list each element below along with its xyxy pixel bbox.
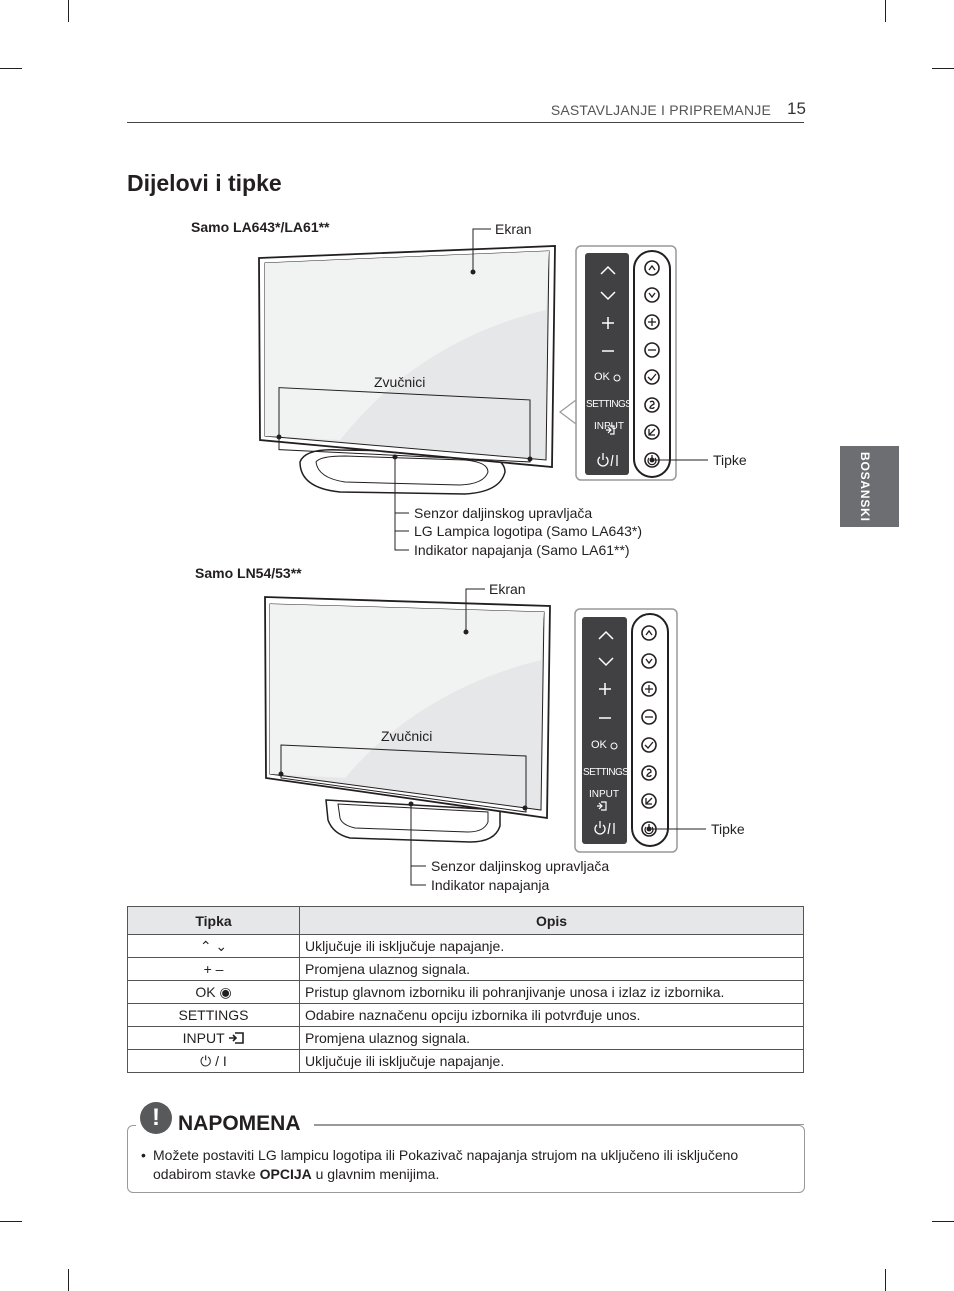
buttons-label-1: Tipke [713, 452, 747, 468]
crop-mark [0, 68, 22, 69]
buttons-label-2: Tipke [711, 821, 745, 837]
speakers-label-2: Zvučnici [381, 728, 433, 744]
callout-power-indicator-2: Indikator napajanja [431, 877, 550, 893]
panel-ok-label-2: OK [591, 739, 607, 751]
crop-mark [0, 1221, 22, 1222]
callout-logo-light-1: LG Lampica logotipa (Samo LA643*) [414, 523, 643, 539]
exclamation-icon: ! [140, 1102, 172, 1134]
note-text-part: Možete postaviti LG lampicu logotipa ili… [153, 1147, 739, 1182]
panel-settings-label-1: SETTINGS [586, 399, 632, 410]
table-header-row: Tipka Opis [127, 906, 804, 935]
table-row: ⌃ ⌄Uključuje ili isključuje napajanje. [127, 934, 804, 958]
crop-mark [68, 0, 69, 22]
note-title: NAPOMENA [178, 1112, 305, 1136]
crop-mark [932, 68, 954, 69]
panel-input-label-2: INPUT [589, 789, 619, 800]
crop-mark [932, 1221, 954, 1222]
description-cell: Uključuje ili isključuje napajanje. [299, 934, 804, 958]
table-header-key: Tipka [127, 906, 300, 935]
callout-remote-sensor-1: Senzor daljinskog upravljača [414, 505, 593, 521]
table-row: + –Promjena ulaznog signala. [127, 957, 804, 981]
crop-mark [885, 0, 886, 22]
header-rule [127, 122, 804, 123]
table-row: OK ◉Pristup glavnom izborniku ili pohran… [127, 980, 804, 1004]
page-number: 15 [787, 99, 806, 118]
key-cell: SETTINGS [127, 1003, 300, 1027]
model-label-2: Samo LN54/53** [195, 565, 302, 581]
model-label-1: Samo LA643*/LA61** [191, 219, 330, 235]
callout-power-indicator-1: Indikator napajanja (Samo LA61**) [414, 542, 630, 558]
screen-label-2: Ekran [489, 581, 526, 597]
description-cell: Promjena ulaznog signala. [299, 957, 804, 981]
crop-mark [68, 1269, 69, 1291]
speakers-label-1: Zvučnici [374, 374, 426, 390]
description-cell: Pristup glavnom izborniku ili pohranjiva… [299, 980, 804, 1004]
description-cell: Odabire naznačenu opciju izbornika ili p… [299, 1003, 804, 1027]
buttons-table: Tipka Opis ⌃ ⌄Uključuje ili isključuje n… [127, 906, 804, 1073]
callout-remote-sensor-2: Senzor daljinskog upravljača [431, 858, 610, 874]
panel-settings-label-2: SETTINGS [583, 767, 629, 778]
note-text: • Možete postaviti LG lampicu logotipa i… [141, 1146, 791, 1184]
note-rule [314, 1124, 804, 1125]
description-cell: Uključuje ili isključuje napajanje. [299, 1049, 804, 1073]
crop-mark [885, 1269, 886, 1291]
section-header: SASTAVLJANJE I PRIPREMANJE [550, 102, 771, 118]
input-icon [229, 1032, 245, 1044]
language-tab-label: BOSANSKI [858, 452, 872, 522]
description-cell: Promjena ulaznog signala. [299, 1026, 804, 1050]
key-cell: + – [127, 957, 300, 981]
panel-ok-label-1: OK [594, 371, 610, 383]
note-paragraph: Možete postaviti LG lampicu logotipa ili… [141, 1146, 791, 1184]
note-text-part: u glavnim menijima. [311, 1166, 440, 1182]
language-tab: BOSANSKI [840, 446, 899, 527]
key-cell: ⌃ ⌄ [127, 934, 300, 958]
table-header-description: Opis [299, 906, 804, 935]
panel-input-label-1: INPUT [594, 421, 624, 432]
note-box [127, 1125, 805, 1193]
key-cell: ⏻ / I [127, 1049, 300, 1073]
table-row: INPUT Promjena ulaznog signala. [127, 1026, 804, 1050]
input-key-label: INPUT [182, 1030, 225, 1046]
page-title: Dijelovi i tipke [127, 170, 282, 196]
bullet: • [141, 1147, 146, 1163]
note-text-bold: OPCIJA [259, 1166, 312, 1182]
key-cell: INPUT [127, 1026, 300, 1050]
screen-label-1: Ekran [495, 221, 532, 237]
key-cell: OK ◉ [127, 980, 300, 1004]
